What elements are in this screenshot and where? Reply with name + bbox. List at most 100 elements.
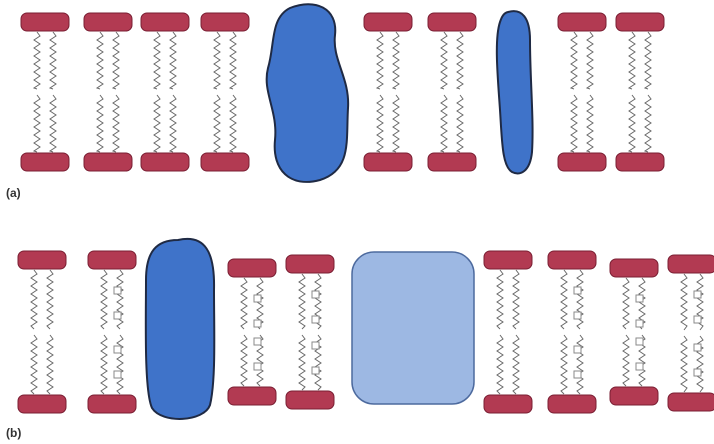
lipid-b-7-head-bottom [610, 387, 658, 405]
lipid-a-1-tail-bottom [50, 95, 56, 152]
lipid-a-1-head-top [21, 13, 69, 31]
lipid-b-6-head-top [548, 251, 596, 269]
lipid-b-6-tail-bottom [577, 335, 583, 394]
lipid-a-6-tail-top [441, 32, 447, 89]
lipid-b-6-sterol-2 [574, 346, 581, 353]
protein-b-light [352, 252, 474, 404]
lipid-a-8-head-top [616, 13, 664, 31]
lipid-a-5-tail-top [393, 32, 399, 89]
lipid-b-2-sterol-0 [114, 287, 121, 294]
lipid-b-1-tail-bottom [31, 335, 37, 394]
lipid-b-3-sterol-0 [254, 295, 261, 302]
lipid-a-6-head-top [428, 13, 476, 31]
lipid-a-2-head-top [84, 13, 132, 31]
lipid-b-4-head-top [286, 255, 334, 273]
lipid-b-5-tail-top [497, 270, 503, 329]
lipid-b-7-tail-bottom [623, 335, 629, 386]
lipid-b-8-sterol-2 [694, 344, 701, 351]
lipid-b-4-head-bottom [286, 391, 334, 409]
lipid-a-4-head-top [201, 13, 249, 31]
lipid-a-5-head-bottom [364, 153, 412, 171]
panel-b-label: (b) [6, 426, 21, 440]
lipid-b-8-sterol-0 [694, 291, 701, 298]
lipid-b-8-tail-bottom [681, 336, 687, 392]
lipid-b-3-head-top [228, 259, 276, 277]
lipid-b-2-tail-bottom [117, 335, 123, 394]
lipid-b-3-sterol-1 [254, 320, 261, 327]
lipid-a-4-tail-bottom [214, 95, 220, 152]
lipid-a-3-tail-bottom [170, 95, 176, 152]
lipid-a-8-head-bottom [616, 153, 664, 171]
lipid-a-2-tail-top [113, 32, 119, 89]
lipid-b-1-tail-bottom [47, 335, 53, 394]
lipid-b-2-sterol-1 [114, 312, 121, 319]
lipid-b-7-sterol-3 [636, 363, 643, 370]
lipid-a-4-head-bottom [201, 153, 249, 171]
lipid-b-6-sterol-3 [574, 371, 581, 378]
lipid-a-3-tail-top [170, 32, 176, 89]
lipid-b-4-sterol-1 [312, 316, 319, 323]
lipid-a-2-tail-bottom [113, 95, 119, 152]
lipid-a-5-tail-bottom [393, 95, 399, 152]
lipid-a-6-head-bottom [428, 153, 476, 171]
lipid-a-5-tail-top [377, 32, 383, 89]
lipid-a-8-tail-top [645, 32, 651, 89]
lipid-b-1-head-bottom [18, 395, 66, 413]
lipid-a-4-tail-bottom [230, 95, 236, 152]
lipid-b-2-tail-top [101, 270, 107, 329]
lipid-a-6-tail-bottom [441, 95, 447, 152]
lipid-b-7-sterol-0 [636, 295, 643, 302]
lipid-b-7-tail-top [623, 278, 629, 329]
lipid-b-8-head-top [668, 255, 714, 273]
lipid-a-7-tail-bottom [571, 95, 577, 152]
lipid-b-6-tail-top [561, 270, 567, 329]
protein-b-dark [146, 239, 215, 419]
lipid-b-5-head-bottom [484, 395, 532, 413]
protein-a-large [267, 4, 349, 182]
lipid-b-1-head-top [18, 251, 66, 269]
lipid-b-8-tail-top [681, 274, 687, 330]
lipid-a-2-head-bottom [84, 153, 132, 171]
lipid-a-1-tail-top [50, 32, 56, 89]
lipid-b-4-sterol-3 [312, 367, 319, 374]
lipid-b-4-tail-top [299, 274, 305, 329]
lipid-b-5-tail-bottom [513, 335, 519, 394]
lipid-b-5-tail-bottom [497, 335, 503, 394]
lipid-b-3-tail-top [241, 278, 247, 329]
lipid-a-3-head-top [141, 13, 189, 31]
lipid-b-6-tail-bottom [561, 335, 567, 394]
lipid-b-3-tail-bottom [241, 335, 247, 386]
lipid-b-2-head-top [88, 251, 136, 269]
lipid-a-3-tail-bottom [154, 95, 160, 152]
lipid-a-8-tail-top [629, 32, 635, 89]
lipid-a-1-tail-bottom [34, 95, 40, 152]
lipid-b-2-sterol-3 [114, 371, 121, 378]
lipid-b-3-head-bottom [228, 387, 276, 405]
lipid-b-1-tail-top [47, 270, 53, 329]
lipid-a-7-head-bottom [558, 153, 606, 171]
lipid-a-5-tail-bottom [377, 95, 383, 152]
lipid-a-2-tail-bottom [97, 95, 103, 152]
lipid-b-2-sterol-2 [114, 346, 121, 353]
lipid-a-7-tail-bottom [587, 95, 593, 152]
lipid-b-6-sterol-1 [574, 312, 581, 319]
lipid-b-4-sterol-0 [312, 291, 319, 298]
lipid-b-2-head-bottom [88, 395, 136, 413]
lipid-a-5-head-top [364, 13, 412, 31]
lipid-b-6-tail-top [577, 270, 583, 329]
lipid-b-8-sterol-3 [694, 369, 701, 376]
lipid-b-5-head-top [484, 251, 532, 269]
lipid-b-5-tail-top [513, 270, 519, 329]
lipid-a-4-tail-top [214, 32, 220, 89]
lipid-a-4-tail-top [230, 32, 236, 89]
lipid-a-2-tail-top [97, 32, 103, 89]
lipid-b-4-sterol-2 [312, 342, 319, 349]
lipid-b-7-head-top [610, 259, 658, 277]
lipid-b-8-head-bottom [668, 393, 714, 411]
lipid-b-2-tail-bottom [101, 335, 107, 394]
lipid-a-8-tail-bottom [629, 95, 635, 152]
lipid-b-2-tail-top [117, 270, 123, 329]
lipid-b-8-sterol-1 [694, 316, 701, 323]
lipid-a-1-tail-top [34, 32, 40, 89]
